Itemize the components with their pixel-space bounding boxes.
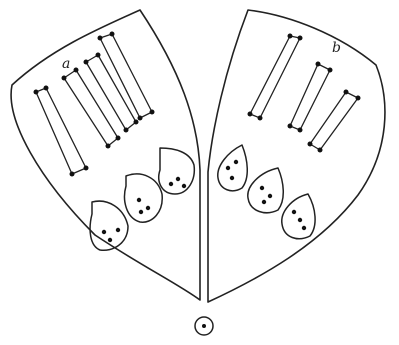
right-teardrop — [248, 168, 283, 213]
right-panel-label: b — [332, 40, 341, 56]
left-teardrop — [159, 148, 195, 194]
left-panel-outline — [11, 10, 200, 300]
right-panel: b — [208, 10, 385, 302]
left-parallelogram — [34, 86, 89, 177]
left-panel-label: a — [62, 56, 70, 72]
left-panel: a — [11, 10, 200, 300]
left-teardrop — [125, 174, 163, 222]
left-teardrop — [90, 201, 128, 250]
right-teardrop — [282, 194, 315, 239]
right-parallelogram — [248, 34, 303, 121]
stem-circle — [195, 317, 213, 335]
right-panel-outline — [208, 10, 385, 302]
right-teardrop — [218, 145, 247, 191]
left-parallelogram — [98, 32, 155, 121]
